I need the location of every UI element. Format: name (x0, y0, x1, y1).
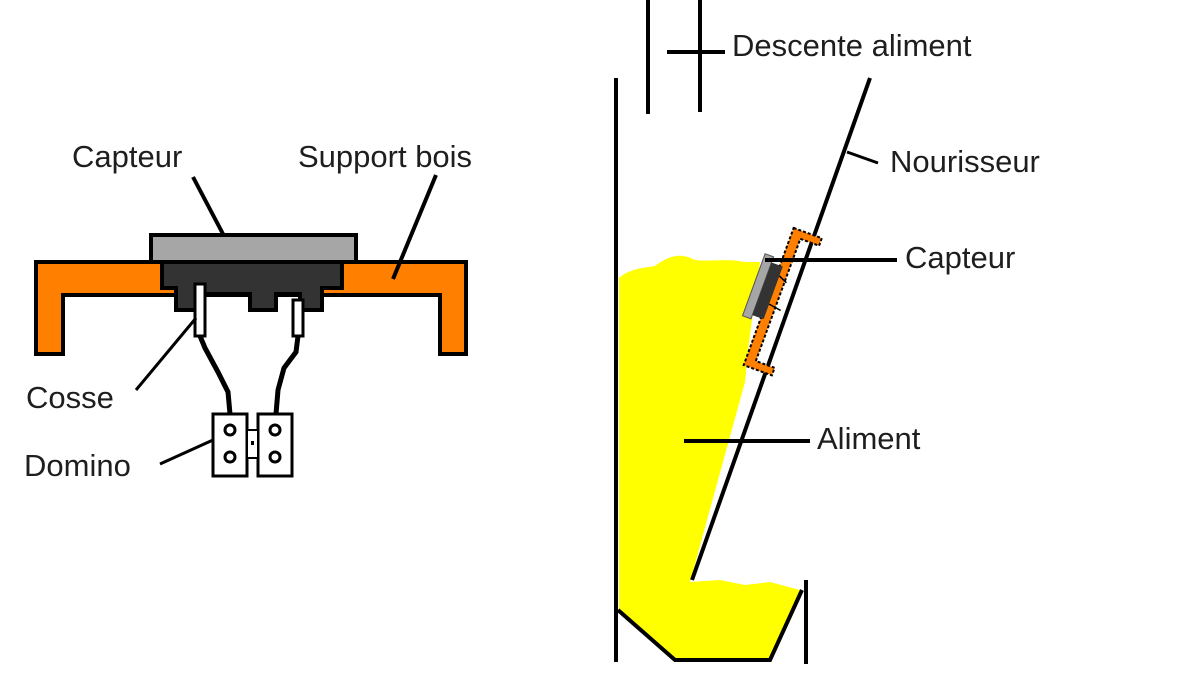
sensor-body (160, 260, 344, 312)
domino-connector (211, 412, 294, 478)
hopper-bottom (616, 589, 804, 662)
terminal-left (193, 282, 207, 338)
wood-support (34, 260, 468, 356)
wire-left (197, 335, 233, 415)
label-capteur-right: Capteur (905, 240, 1015, 275)
tilted-wood-support (742, 226, 824, 377)
leader-domino (159, 438, 214, 466)
sensor-mount-diagram: Capteur Support bois Cosse Domino (24, 139, 472, 483)
feeder-wall (690, 77, 872, 581)
leader-nourisseur (846, 150, 879, 165)
feeder-diagram: Descente aliment Nourisseur Capteur Alim… (614, 0, 1040, 664)
terminal-right (291, 298, 305, 338)
wire-right (273, 335, 301, 415)
feed-fill (619, 255, 800, 661)
leader-capteur-left (191, 176, 225, 235)
label-aliment: Aliment (817, 421, 921, 456)
label-support-bois: Support bois (298, 139, 472, 174)
label-domino: Domino (24, 448, 131, 483)
label-descente-aliment: Descente aliment (732, 28, 972, 63)
leader-support-bois (391, 174, 438, 280)
tilted-sensor-body (752, 262, 783, 320)
leader-cosse (134, 317, 198, 391)
label-nourisseur: Nourisseur (890, 144, 1040, 179)
tilted-sensor (741, 226, 824, 377)
label-cosse: Cosse (26, 380, 114, 415)
sensor-top-plate (149, 233, 358, 264)
label-capteur-left: Capteur (72, 139, 182, 174)
